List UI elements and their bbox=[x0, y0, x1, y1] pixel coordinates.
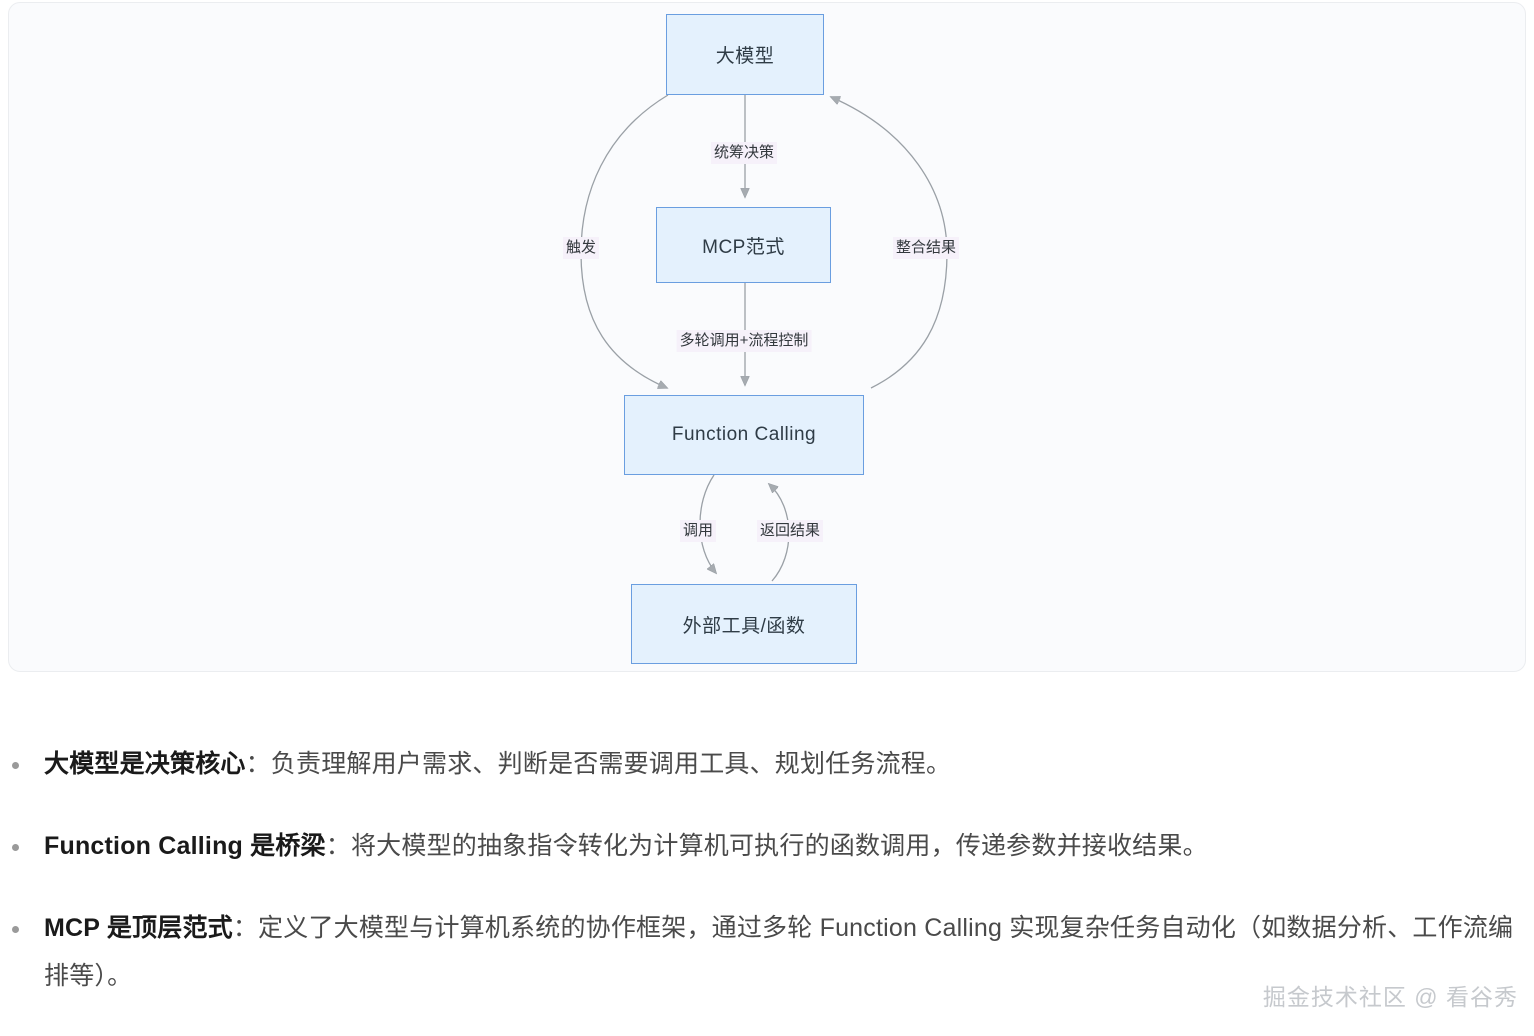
edge-label-multiturn: 多轮调用+流程控制 bbox=[676, 330, 812, 352]
bullet-lead: MCP 是顶层范式 bbox=[44, 914, 233, 942]
list-item: Function Calling 是桥梁：将大模型的抽象指令转化为计算机可执行的… bbox=[0, 822, 1534, 870]
summary-bullet-list: 大模型是决策核心：负责理解用户需求、判断是否需要调用工具、规划任务流程。 Fun… bbox=[0, 740, 1534, 1034]
edge-label-trigger: 触发 bbox=[562, 237, 600, 259]
bullet-rest: ：负责理解用户需求、判断是否需要调用工具、规划任务流程。 bbox=[245, 750, 952, 778]
bullet-lead: Function Calling 是桥梁 bbox=[44, 832, 326, 860]
node-function-calling[interactable]: Function Calling bbox=[624, 395, 864, 475]
node-mcp[interactable]: MCP范式 bbox=[656, 207, 831, 283]
edge-label-result: 返回结果 bbox=[756, 520, 824, 542]
bullet-rest: ：定义了大模型与计算机系统的协作框架，通过多轮 Function Calling… bbox=[44, 914, 1514, 990]
node-llm[interactable]: 大模型 bbox=[666, 14, 824, 95]
node-external-tools[interactable]: 外部工具/函数 bbox=[631, 584, 857, 664]
node-function-calling-label: Function Calling bbox=[671, 424, 817, 445]
edge-label-integrate: 整合结果 bbox=[892, 237, 960, 259]
list-item: MCP 是顶层范式：定义了大模型与计算机系统的协作框架，通过多轮 Functio… bbox=[0, 904, 1534, 1000]
node-external-tools-label: 外部工具/函数 bbox=[682, 615, 806, 637]
node-mcp-label: MCP范式 bbox=[702, 236, 785, 258]
list-item: 大模型是决策核心：负责理解用户需求、判断是否需要调用工具、规划任务流程。 bbox=[0, 740, 1534, 788]
node-llm-label: 大模型 bbox=[715, 46, 775, 67]
diagram-card: 大模型 MCP范式 Function Calling 外部工具/函数 统筹决策 … bbox=[8, 2, 1526, 672]
edge-label-decision: 统筹决策 bbox=[710, 142, 778, 164]
bullet-lead: 大模型是决策核心 bbox=[44, 750, 246, 778]
edge-label-invoke: 调用 bbox=[679, 520, 717, 542]
watermark: 掘金技术社区 @ 看谷秀 bbox=[1262, 984, 1518, 1010]
bullet-rest: ：将大模型的抽象指令转化为计算机可执行的函数调用，传递参数并接收结果。 bbox=[325, 832, 1208, 860]
